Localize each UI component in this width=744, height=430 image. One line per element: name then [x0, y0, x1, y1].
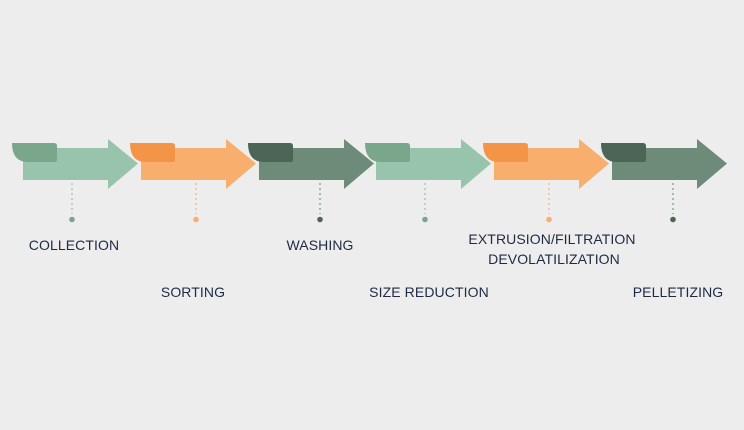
connector-dot: [193, 216, 199, 223]
arrow-tab: [365, 143, 410, 162]
process-arrow: [12, 139, 138, 223]
step-label-pelletizing: PELLETIZING: [632, 284, 724, 300]
step-label-washing: WASHING: [286, 237, 354, 253]
arrow-tab: [12, 143, 57, 162]
process-arrow: [365, 139, 491, 223]
step-label-collection: COLLECTION: [28, 237, 120, 253]
step-label-extrusion: EXTRUSION/FILTRATION: [468, 231, 636, 247]
arrow-tab: [248, 143, 293, 162]
process-arrow: [248, 139, 374, 223]
connector-dot: [546, 216, 552, 223]
connector-dot: [422, 216, 428, 223]
arrow-tab: [483, 143, 528, 162]
process-arrow: [483, 139, 609, 223]
connector-dot: [670, 216, 676, 223]
connector-dot: [317, 216, 323, 223]
step-label-size-reduction: SIZE REDUCTION: [369, 284, 489, 300]
process-arrow: [130, 139, 256, 223]
step-label-sorting: SORTING: [160, 284, 226, 300]
step-label-devolatilization: DEVOLATILIZATION: [488, 251, 620, 267]
process-arrow: [601, 139, 727, 223]
arrow-tab: [130, 143, 175, 162]
arrow-tab: [601, 143, 646, 162]
connector-dot: [69, 216, 75, 223]
